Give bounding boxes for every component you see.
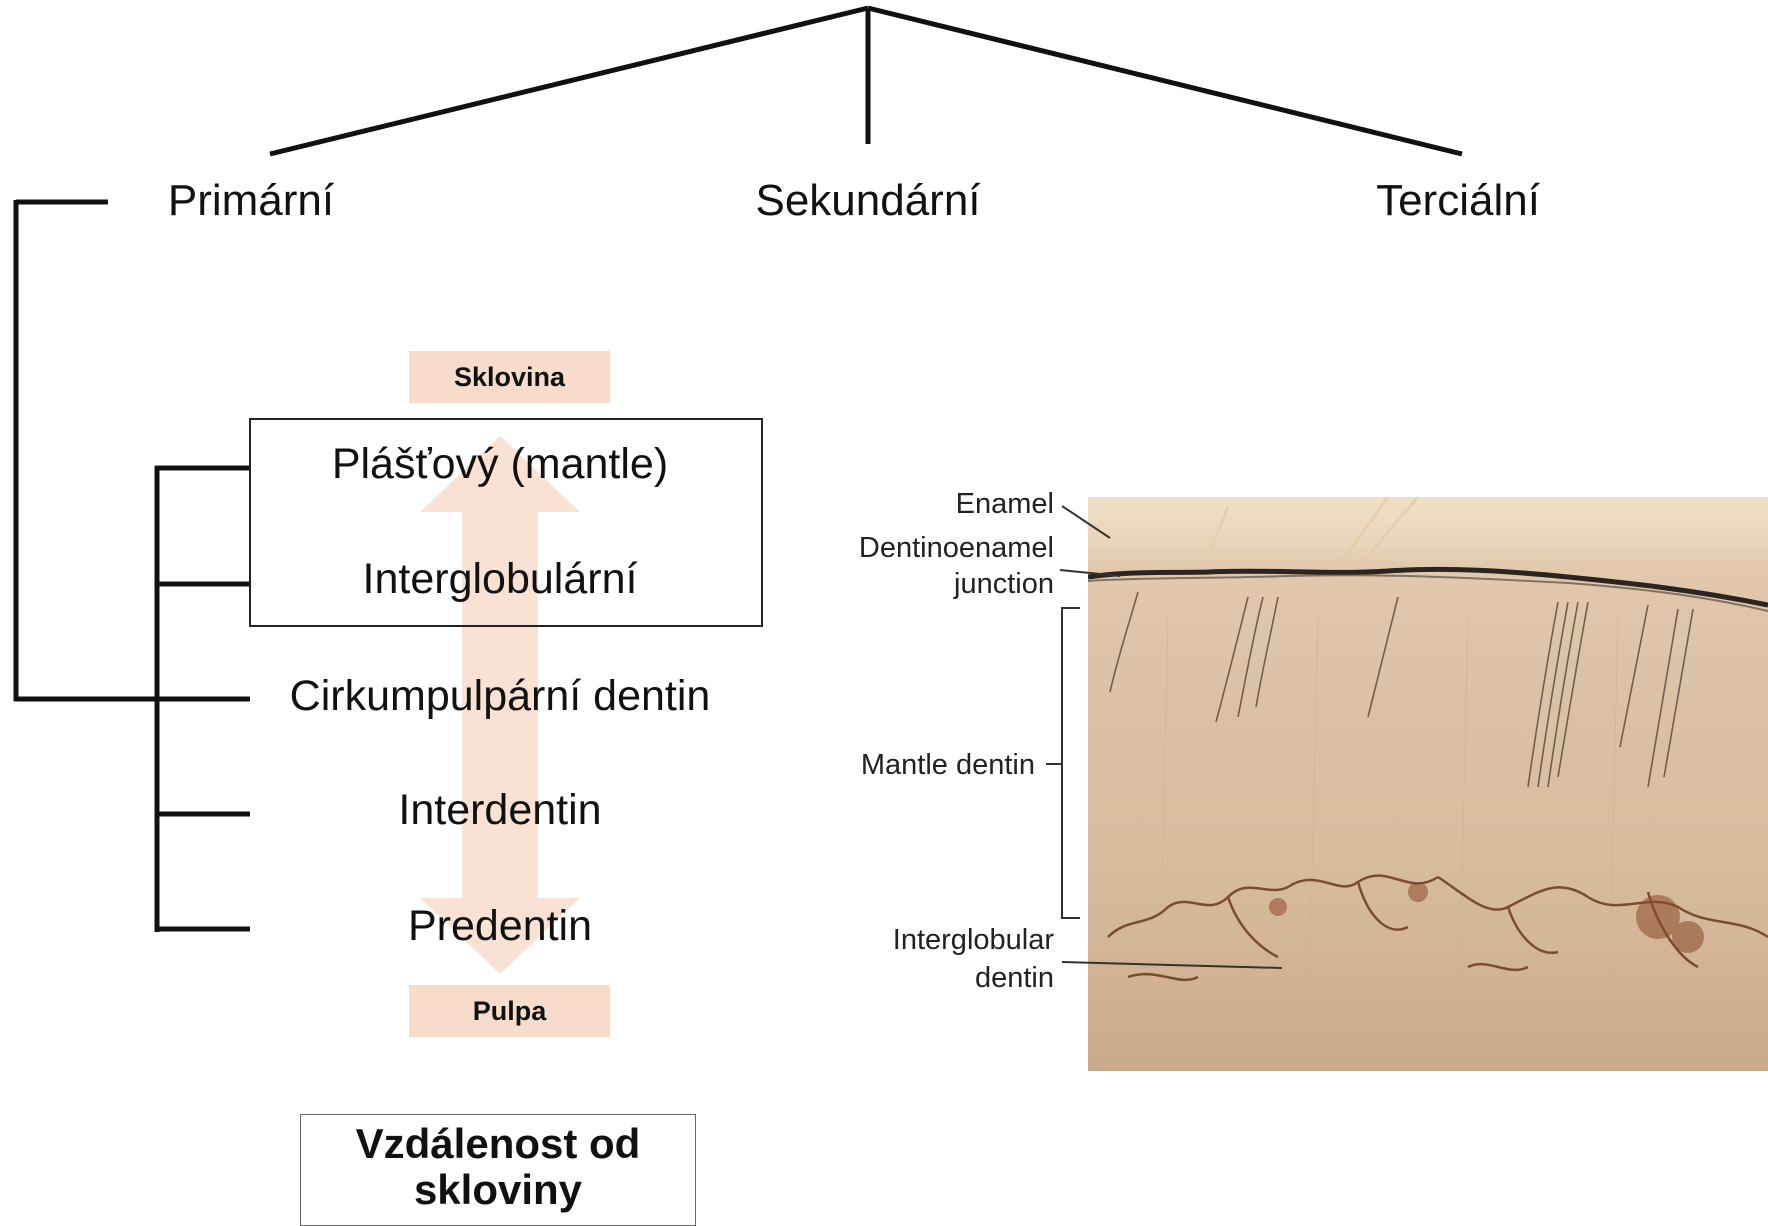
leader-dej [1060, 570, 1120, 576]
bracket-mantle-dentin [1062, 608, 1080, 918]
leader-enamel [1062, 506, 1110, 538]
leader-interglobular [1062, 962, 1282, 968]
